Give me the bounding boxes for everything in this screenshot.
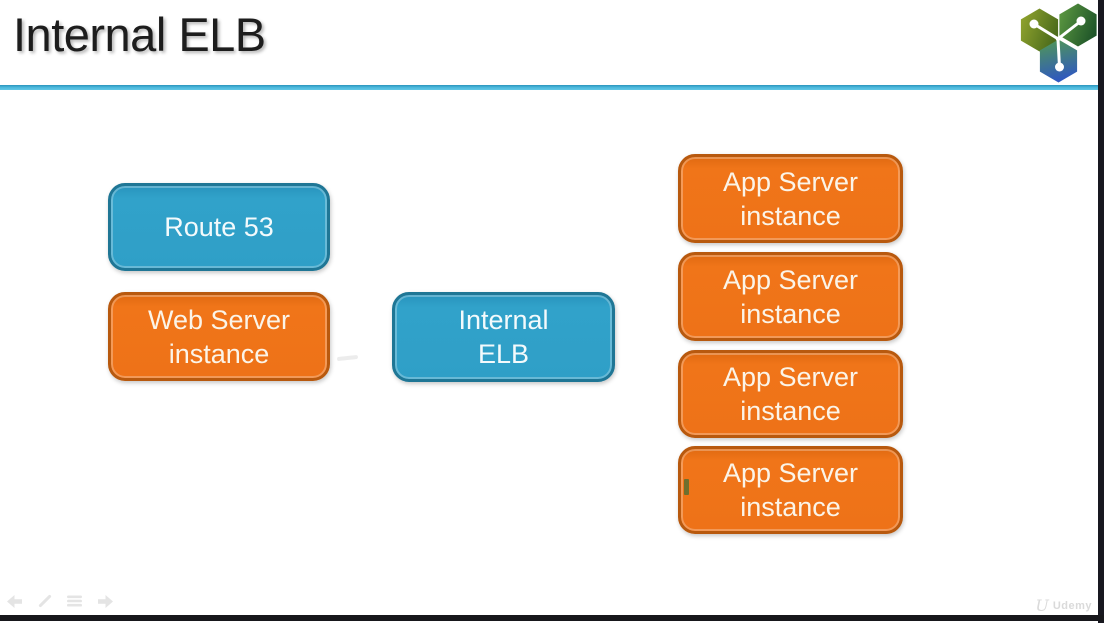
pen-icon[interactable] (36, 594, 53, 608)
node-internal-elb: Internal ELB (392, 292, 615, 382)
node-label-line: instance (168, 338, 270, 369)
udemy-watermark: U Udemy (1035, 598, 1092, 614)
node-label-line: Web Server (147, 304, 291, 335)
page-title: Internal ELB (13, 8, 266, 61)
node-label-line: Route 53 (164, 212, 274, 242)
hexagon-network-logo-icon (1020, 3, 1097, 83)
text-cursor-artifact (684, 479, 689, 495)
faint-connector-artifact (336, 354, 359, 362)
slide-menu-icon[interactable] (66, 594, 83, 608)
node-label-line: App Server (722, 166, 859, 197)
udemy-logo-icon: U (1035, 596, 1049, 615)
node-label-line: ELB (477, 339, 530, 369)
header-divider (0, 85, 1104, 90)
node-app-server-instance-3: App Server instance (678, 350, 903, 438)
watermark-label: Udemy (1052, 600, 1092, 612)
node-app-server-instance-4: App Server instance (678, 446, 903, 534)
node-app-server-instance-2: App Server instance (678, 252, 903, 341)
screen-bottom-edge (0, 615, 1104, 621)
node-app-server-instance-1: App Server instance (678, 154, 903, 243)
node-route-53: Route 53 (108, 183, 330, 271)
screen-right-edge (1098, 0, 1104, 623)
node-web-server-instance: Web Server instance (108, 292, 330, 381)
node-label-line: instance (740, 200, 841, 231)
node-label-line: App Server (722, 458, 859, 488)
forward-arrow-icon[interactable] (96, 594, 113, 608)
back-arrow-icon[interactable] (6, 594, 23, 608)
node-label-line: instance (740, 492, 841, 522)
node-label-line: Internal (458, 305, 549, 335)
node-label-line: App Server (722, 264, 859, 295)
presentation-controls (6, 594, 113, 608)
node-label-line: App Server (722, 362, 859, 392)
node-label-line: instance (740, 298, 841, 329)
node-label-line: instance (740, 396, 841, 426)
